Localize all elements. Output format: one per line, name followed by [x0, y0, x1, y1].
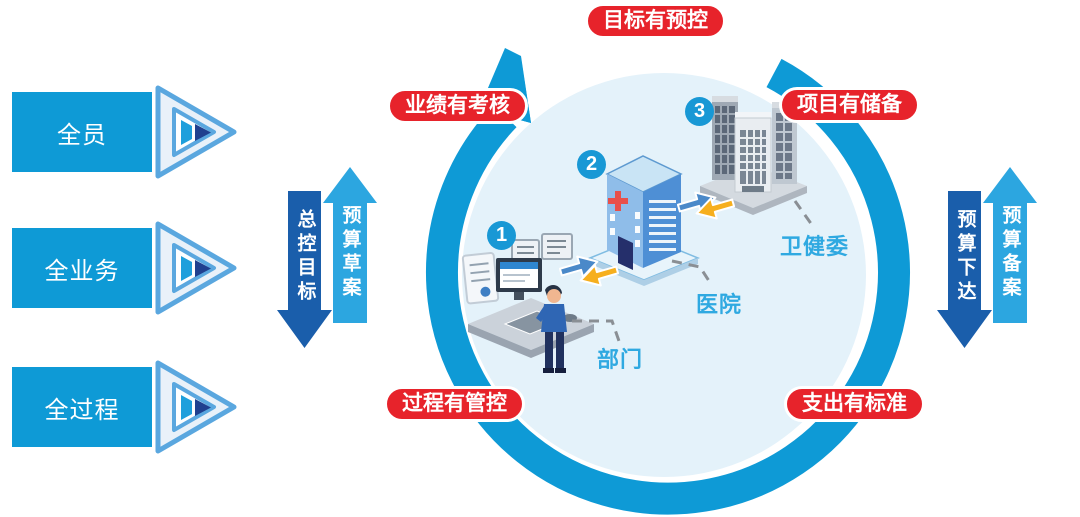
scope-item-label: 全过程 [44, 396, 120, 424]
badge-goal-precontrol: 目标有预控 [585, 3, 726, 39]
badge-project-reserve: 项目有储备 [779, 87, 920, 123]
badge-process-control: 过程有管控 [384, 386, 525, 422]
scope-item-all-business: 全业务 [12, 228, 152, 308]
left-up-arrow-label: 预算草案 [339, 205, 361, 301]
left-down-arrow-label: 总控目标 [294, 209, 316, 305]
down-arrow [937, 191, 992, 348]
step-marker-3: 3 [685, 97, 714, 126]
play-icon [158, 88, 234, 176]
scope-item-label: 全员 [57, 121, 107, 149]
up-arrow [323, 167, 377, 323]
badge-performance-review: 业绩有考核 [387, 88, 528, 124]
play-icon [158, 363, 234, 451]
left-flow-arrows [277, 167, 377, 348]
right-down-arrow-label: 预算下达 [954, 209, 976, 305]
step-marker-2: 2 [577, 150, 606, 179]
scope-item-all-staff: 全员 [12, 92, 152, 172]
play-icon [158, 224, 234, 312]
up-arrow [983, 167, 1037, 323]
scope-item-label: 全业务 [44, 257, 120, 285]
right-up-arrow-label: 预算备案 [999, 205, 1021, 301]
badge-expense-standard: 支出有标准 [784, 386, 925, 422]
label-connectors [572, 200, 814, 342]
scope-item-all-process: 全过程 [12, 367, 152, 447]
step-marker-1: 1 [487, 221, 516, 250]
department-workstation-illustration [461, 233, 594, 373]
hospital-illustration [588, 155, 700, 286]
health-commission-illustration [700, 96, 807, 215]
entity-label-commission: 卫健委 [780, 234, 850, 259]
right-flow-arrows [937, 167, 1037, 348]
entity-label-department: 部门 [597, 347, 644, 372]
down-arrow [277, 191, 332, 348]
entity-label-hospital: 医院 [696, 292, 743, 317]
